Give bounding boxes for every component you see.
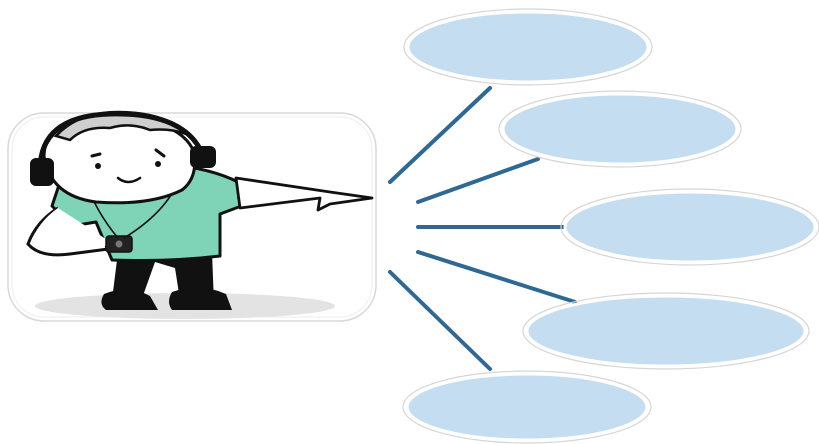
branch-bubble-4 [523, 293, 809, 369]
center-image-card [8, 112, 376, 321]
branch-bubble-1 [404, 9, 652, 85]
connector-line-4 [418, 252, 575, 302]
branch-bubble-5 [403, 371, 651, 443]
connector-line-2 [418, 159, 538, 202]
connector-line-5 [390, 272, 490, 369]
branch-bubble-3 [561, 189, 819, 265]
branch-bubble-2 [499, 91, 741, 167]
connector-line-1 [390, 88, 490, 182]
